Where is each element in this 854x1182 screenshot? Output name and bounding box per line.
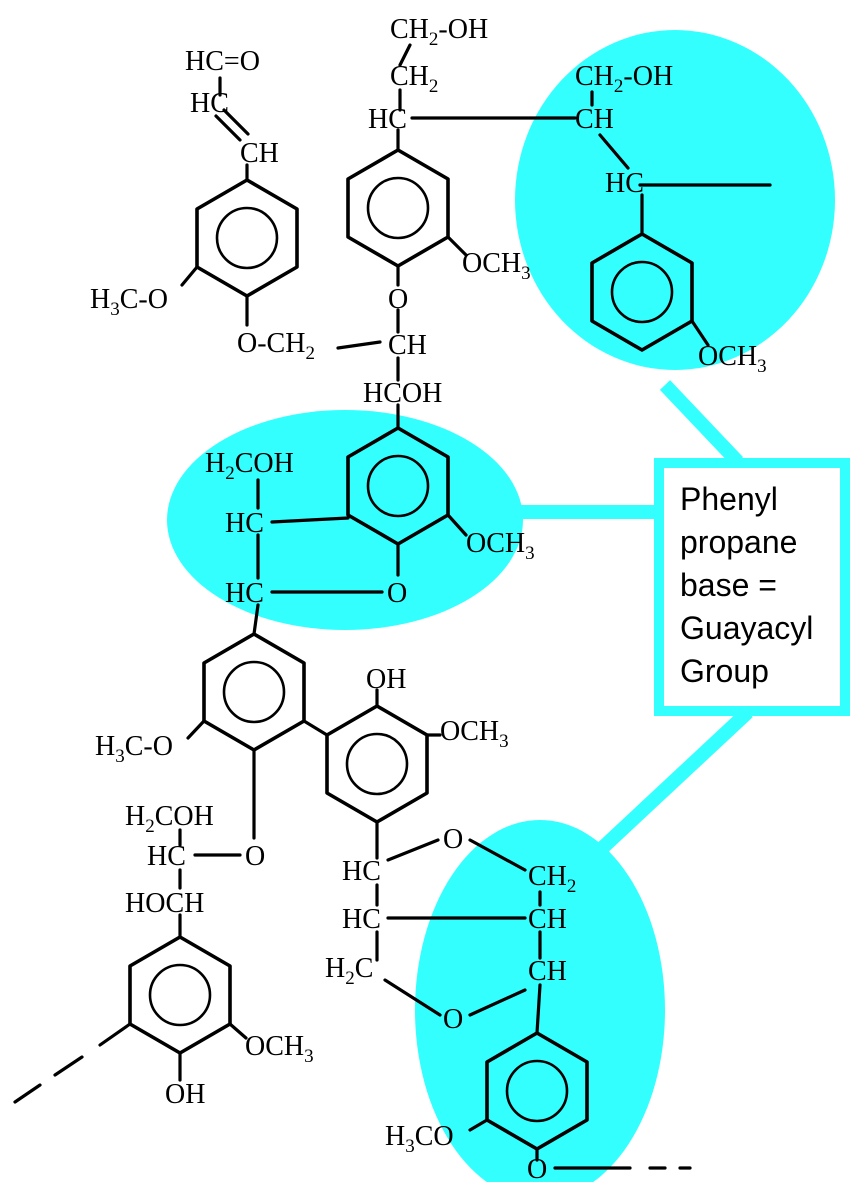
label-hc-b2: HC <box>342 904 381 935</box>
label-o-low: O <box>245 841 265 872</box>
label-oh-low: OH <box>165 1079 205 1110</box>
label-h3co-2: H3​C-O <box>95 731 173 767</box>
callout-box <box>654 458 850 716</box>
label-och3-low: OCH3​ <box>245 1031 314 1067</box>
benzene-ring-5 <box>202 632 306 752</box>
label-hc-b1: HC <box>342 856 381 887</box>
label-hc-low: HC <box>147 841 186 872</box>
label-och3-1: OCH3​ <box>462 248 531 284</box>
benzene-ring-6 <box>325 704 429 824</box>
label-o-b2: O <box>443 1004 463 1035</box>
label-ch2-top: CH2​ <box>390 61 438 97</box>
callout-line-3: base = <box>680 567 777 603</box>
label-h2coh-low: H2​COH <box>125 801 214 837</box>
callout-line-4: Guayacyl <box>680 610 813 646</box>
label-ch2oh-right: CH2​-OH <box>575 61 673 97</box>
label-h3co-b: H3​CO <box>385 1121 454 1157</box>
label-o-b1: O <box>443 824 463 855</box>
label-hc-1: HC <box>190 88 229 119</box>
label-o-ch2: O-CH2​ <box>237 328 315 364</box>
label-ch-1: CH <box>240 138 279 169</box>
label-ch-right: CH <box>575 104 614 135</box>
label-oh-1: OH <box>366 664 406 695</box>
label-hc-mid2: HC <box>225 578 264 609</box>
callout-line-5: Group <box>680 653 769 689</box>
label-och3-right: OCH3​ <box>698 341 767 377</box>
callout-line-1: Phenyl <box>680 481 778 517</box>
label-h3co-1: H3​C-O <box>90 284 168 320</box>
label-och3-mid: OCH3​ <box>466 528 535 564</box>
label-hc-top: HC <box>368 104 407 135</box>
benzene-ring-1 <box>195 178 299 298</box>
label-ch-2: CH <box>388 330 427 361</box>
label-h2c-b: H2​C <box>325 953 373 989</box>
benzene-ring-3 <box>590 232 694 352</box>
label-hc-right: HC <box>605 168 644 199</box>
label-hc-mid1: HC <box>225 508 264 539</box>
label-ch-b2: CH <box>528 956 567 987</box>
connector-bottom <box>593 706 753 858</box>
label-och3-2: OCH3​ <box>440 716 509 752</box>
label-o-1: O <box>388 284 408 315</box>
label-hc-o: HC=O <box>185 46 260 77</box>
label-o-b3: O <box>527 1154 547 1182</box>
label-o-mid: O <box>387 578 407 609</box>
highlight-ellipse-top-right <box>515 30 835 370</box>
connector-top <box>659 380 744 467</box>
callout-line-2: propane <box>680 524 797 560</box>
label-h2coh-mid: H2​COH <box>205 448 294 484</box>
label-ch2oh-top: CH2​-OH <box>390 14 488 50</box>
atom-labels: HC=O HC CH H3​C-O O-CH2​ CH2​-OH CH2​ HC… <box>90 14 767 1182</box>
bonds <box>13 43 772 1170</box>
benzene-ring-7 <box>128 935 232 1055</box>
highlight-ellipse-middle <box>167 410 523 630</box>
label-ch-b1: CH <box>528 904 567 935</box>
label-hcoh: HCOH <box>363 378 442 409</box>
benzene-ring-2 <box>346 148 450 268</box>
label-hoch: HOCH <box>125 888 204 919</box>
